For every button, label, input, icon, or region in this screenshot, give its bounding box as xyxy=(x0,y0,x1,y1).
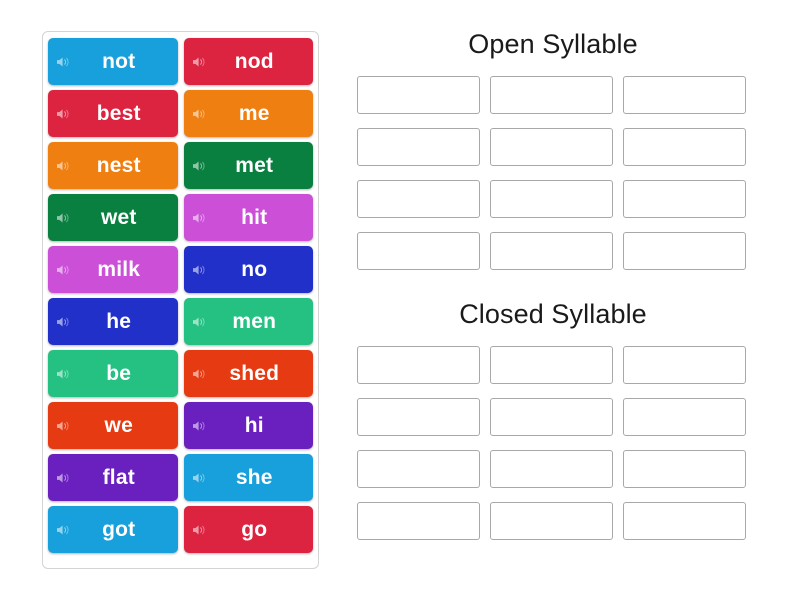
drop-zone-closed-syllable[interactable] xyxy=(357,501,480,540)
word-tile-label: nest xyxy=(96,154,141,177)
word-tile-label: not xyxy=(102,50,136,73)
word-tile[interactable]: flat xyxy=(48,454,178,501)
speaker-icon[interactable] xyxy=(192,315,207,328)
drop-zone-closed-syllable[interactable] xyxy=(490,397,613,436)
drop-zone-open-syllable[interactable] xyxy=(623,179,746,218)
drop-zone-open-syllable[interactable] xyxy=(623,231,746,270)
word-tile[interactable]: met xyxy=(183,142,313,189)
speaker-icon[interactable] xyxy=(56,159,71,172)
speaker-icon[interactable] xyxy=(192,471,207,484)
word-tile-label: flat xyxy=(102,466,135,489)
word-tile-label: me xyxy=(238,102,270,125)
drop-zone-closed-syllable[interactable] xyxy=(623,397,746,436)
word-tile-label: hi xyxy=(244,414,264,437)
word-tile-label: best xyxy=(96,102,141,125)
speaker-icon[interactable] xyxy=(56,367,71,380)
drop-zone-open-syllable[interactable] xyxy=(490,231,613,270)
word-tile-label: nod xyxy=(234,50,274,73)
speaker-icon[interactable] xyxy=(56,471,71,484)
drop-zone-closed-syllable[interactable] xyxy=(357,449,480,488)
category-open-syllable: Open Syllable xyxy=(357,29,749,270)
drop-zone-closed-syllable[interactable] xyxy=(623,345,746,384)
word-tile-label: no xyxy=(241,258,268,281)
word-tile-label: we xyxy=(104,414,133,437)
drop-zone-open-syllable[interactable] xyxy=(490,75,613,114)
word-tile[interactable]: no xyxy=(183,246,313,293)
word-tile-label: hit xyxy=(241,206,268,229)
drop-zone-closed-syllable[interactable] xyxy=(623,449,746,488)
word-tile[interactable]: me xyxy=(183,90,313,137)
drop-zone-open-syllable[interactable] xyxy=(357,179,480,218)
word-tile-label: milk xyxy=(97,258,141,281)
drop-zone-closed-syllable[interactable] xyxy=(357,345,480,384)
speaker-icon[interactable] xyxy=(192,419,207,432)
word-tile-label: shed xyxy=(229,362,280,385)
drop-zone-open-syllable[interactable] xyxy=(357,127,480,166)
speaker-icon[interactable] xyxy=(192,107,207,120)
drop-zone-closed-syllable[interactable] xyxy=(490,449,613,488)
word-tile[interactable]: milk xyxy=(48,246,178,293)
word-tile[interactable]: be xyxy=(48,350,178,397)
speaker-icon[interactable] xyxy=(56,55,71,68)
word-tile[interactable]: nod xyxy=(183,38,313,85)
speaker-icon[interactable] xyxy=(56,523,71,536)
category-title-open-syllable: Open Syllable xyxy=(468,29,638,59)
speaker-icon[interactable] xyxy=(56,263,71,276)
word-tile[interactable]: shed xyxy=(183,350,313,397)
word-tile[interactable]: hit xyxy=(183,194,313,241)
word-tile[interactable]: he xyxy=(48,298,178,345)
drop-zone-open-syllable[interactable] xyxy=(490,127,613,166)
speaker-icon[interactable] xyxy=(192,523,207,536)
speaker-icon[interactable] xyxy=(56,211,71,224)
word-tile[interactable]: wet xyxy=(48,194,178,241)
drop-zone-closed-syllable[interactable] xyxy=(490,345,613,384)
word-tile[interactable]: we xyxy=(48,402,178,449)
speaker-icon[interactable] xyxy=(192,211,207,224)
speaker-icon[interactable] xyxy=(56,315,71,328)
word-tile[interactable]: nest xyxy=(48,142,178,189)
drop-zone-closed-syllable[interactable] xyxy=(623,501,746,540)
word-tile-label: wet xyxy=(100,206,137,229)
drop-zone-closed-syllable[interactable] xyxy=(357,397,480,436)
speaker-icon[interactable] xyxy=(192,159,207,172)
word-tile[interactable]: not xyxy=(48,38,178,85)
category-title-closed-syllable: Closed Syllable xyxy=(459,299,647,329)
word-tile-label: got xyxy=(102,518,136,541)
speaker-icon[interactable] xyxy=(192,55,207,68)
word-tile-label: go xyxy=(241,518,268,541)
word-tile-label: met xyxy=(235,154,274,177)
drop-zone-open-syllable[interactable] xyxy=(357,231,480,270)
drop-zone-open-syllable[interactable] xyxy=(623,75,746,114)
drop-zone-closed-syllable[interactable] xyxy=(490,501,613,540)
speaker-icon[interactable] xyxy=(56,419,71,432)
speaker-icon[interactable] xyxy=(192,367,207,380)
word-tile-label: he xyxy=(106,310,132,333)
word-tile[interactable]: go xyxy=(183,506,313,553)
word-tile-label: be xyxy=(106,362,132,385)
drop-zone-grid-open-syllable xyxy=(357,75,749,270)
speaker-icon[interactable] xyxy=(192,263,207,276)
word-tiles-panel: not nod best me nest met wet hit milk no he men be sh… xyxy=(42,31,319,569)
word-tile[interactable]: got xyxy=(48,506,178,553)
word-tiles-grid: not nod best me nest met wet hit milk no he men be sh… xyxy=(48,38,313,553)
word-tile-label: men xyxy=(232,310,277,333)
speaker-icon[interactable] xyxy=(56,107,71,120)
word-tile[interactable]: hi xyxy=(183,402,313,449)
drop-zone-open-syllable[interactable] xyxy=(357,75,480,114)
drop-zone-grid-closed-syllable xyxy=(357,345,749,540)
word-tile[interactable]: best xyxy=(48,90,178,137)
category-closed-syllable: Closed Syllable xyxy=(357,299,749,540)
word-tile[interactable]: she xyxy=(183,454,313,501)
drop-zone-open-syllable[interactable] xyxy=(623,127,746,166)
word-tile-label: she xyxy=(235,466,273,489)
drop-zone-open-syllable[interactable] xyxy=(490,179,613,218)
word-tile[interactable]: men xyxy=(183,298,313,345)
